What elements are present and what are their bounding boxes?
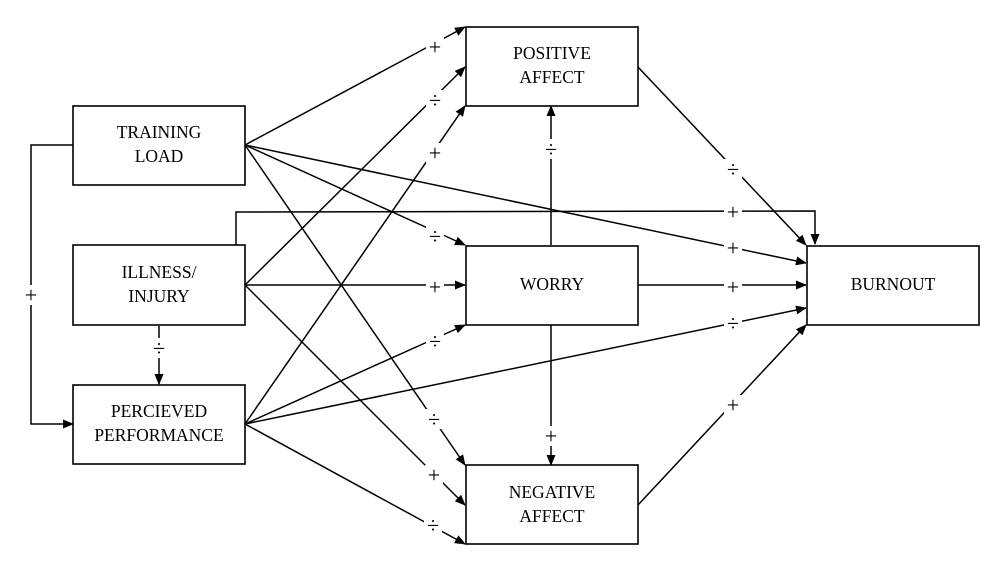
edge-signs: + ÷ ÷ + + ÷ + + xyxy=(22,35,742,538)
edge-training-load-to-burnout xyxy=(244,144,807,266)
svg-text:÷: ÷ xyxy=(153,336,165,361)
node-positive-affect-label-line-2: AFFECT xyxy=(519,67,584,87)
svg-text:+: + xyxy=(727,275,739,300)
node-perceived-performance-label-line-1: PERCIEVED xyxy=(111,401,207,421)
edge-positive-affect-to-burnout xyxy=(637,66,807,246)
node-negative-affect-label-line-1: NEGATIVE xyxy=(509,482,596,502)
sign-training-load-to-negative-affect: ÷ xyxy=(425,407,443,432)
svg-text:+: + xyxy=(428,463,440,488)
sign-worry-to-positive-affect: ÷ xyxy=(542,137,560,162)
sign-illness-injury-to-positive-affect: ÷ xyxy=(426,88,444,113)
node-worry: WORRY xyxy=(465,245,639,326)
svg-text:÷: ÷ xyxy=(727,157,739,182)
svg-text:+: + xyxy=(727,200,739,225)
svg-text:+: + xyxy=(727,236,739,261)
edge-perceived-performance-to-burnout xyxy=(244,305,807,425)
sign-perceived-performance-to-worry: ÷ xyxy=(426,329,444,354)
svg-text:+: + xyxy=(429,275,441,300)
node-training-load-label-line-2: LOAD xyxy=(135,146,184,166)
sign-training-load-to-worry: ÷ xyxy=(426,224,444,249)
svg-text:÷: ÷ xyxy=(727,311,739,336)
node-positive-affect-label-line-1: POSITIVE xyxy=(513,43,591,63)
node-positive-affect: POSITIVE AFFECT xyxy=(465,26,639,107)
node-perceived-performance-label-line-2: PERFORMANCE xyxy=(94,425,223,445)
nodes: TRAINING LOAD ILLNESS/ INJURY PERCIEVED … xyxy=(72,26,980,545)
sign-training-load-to-burnout: + xyxy=(724,236,742,261)
svg-text:÷: ÷ xyxy=(428,407,440,432)
sign-illness-injury-to-burnout: + xyxy=(724,200,742,225)
sign-perceived-performance-to-positive-affect: + xyxy=(426,141,444,166)
node-perceived-performance: PERCIEVED PERFORMANCE xyxy=(72,384,246,465)
sign-training-load-to-perceived-performance: + xyxy=(22,283,40,308)
node-worry-label: WORRY xyxy=(520,274,585,294)
node-negative-affect: NEGATIVE AFFECT xyxy=(465,464,639,545)
sign-illness-injury-to-negative-affect: + xyxy=(425,463,443,488)
sign-perceived-performance-to-burnout: ÷ xyxy=(724,311,742,336)
sign-illness-injury-to-worry: + xyxy=(426,275,444,300)
edge-illness-injury-to-burnout xyxy=(235,210,820,245)
svg-text:÷: ÷ xyxy=(429,224,441,249)
svg-text:÷: ÷ xyxy=(427,513,439,538)
svg-text:+: + xyxy=(545,424,557,449)
edge-negative-affect-to-burnout xyxy=(637,324,807,506)
node-training-load: TRAINING LOAD xyxy=(72,105,246,186)
svg-text:+: + xyxy=(429,141,441,166)
svg-text:+: + xyxy=(727,393,739,418)
sign-worry-to-burnout: + xyxy=(724,275,742,300)
sign-illness-injury-to-perceived-performance: ÷ xyxy=(150,336,168,361)
svg-text:÷: ÷ xyxy=(545,137,557,162)
node-illness-injury-label-line-2: INJURY xyxy=(128,286,190,306)
node-illness-injury-label-line-1: ILLNESS/ xyxy=(122,262,197,282)
sign-perceived-performance-to-negative-affect: ÷ xyxy=(424,513,442,538)
sign-training-load-to-positive-affect: + xyxy=(426,35,444,60)
sign-negative-affect-to-burnout: + xyxy=(724,393,742,418)
edge-training-load-to-perceived-performance xyxy=(30,144,74,429)
node-burnout-label: BURNOUT xyxy=(851,274,936,294)
svg-text:÷: ÷ xyxy=(429,88,441,113)
svg-text:÷: ÷ xyxy=(429,329,441,354)
svg-text:+: + xyxy=(429,35,441,60)
sign-positive-affect-to-burnout: ÷ xyxy=(724,157,742,182)
node-training-load-label-line-1: TRAINING xyxy=(117,122,202,142)
node-burnout: BURNOUT xyxy=(806,245,980,326)
svg-text:+: + xyxy=(25,283,37,308)
node-illness-injury: ILLNESS/ INJURY xyxy=(72,244,246,326)
sign-worry-to-negative-affect: + xyxy=(542,424,560,449)
node-negative-affect-label-line-2: AFFECT xyxy=(519,506,584,526)
